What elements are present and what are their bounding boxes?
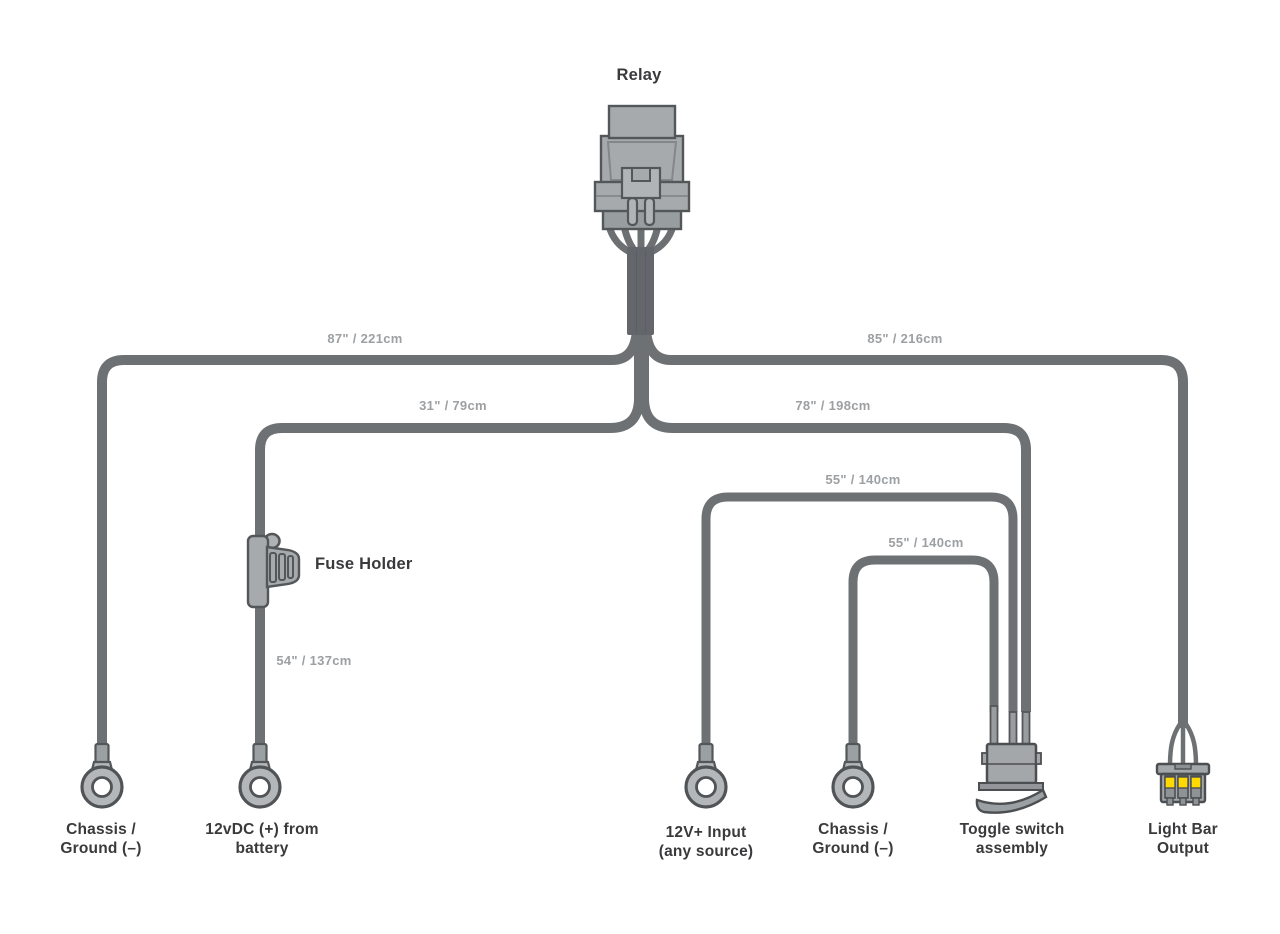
toggle-switch-base <box>978 782 1044 791</box>
relay-graphic <box>593 104 691 335</box>
endpoint-label-chassis-ground-left: Chassis / Ground (–) <box>60 821 142 857</box>
measurement-ground-left: 87" / 221cm <box>327 331 403 346</box>
wire-12v-input-loop <box>701 492 1018 750</box>
fuse-holder-label: Fuse Holder <box>315 555 413 573</box>
wire-light-bar-output <box>641 329 1188 728</box>
toggle-switch-paddle <box>975 788 1048 814</box>
fuse-holder-graphic <box>246 532 301 609</box>
endpoint-label-toggle-switch: Toggle switch assembly <box>959 821 1065 857</box>
relay-clip <box>620 166 662 227</box>
relay-label: Relay <box>616 66 662 84</box>
endpoint-label-battery: 12vDC (+) from battery <box>205 821 319 857</box>
endpoint-label-12v-input: 12V+ Input (any source) <box>658 824 754 860</box>
ring-terminal-ground-right <box>831 742 875 809</box>
relay-body <box>593 104 691 231</box>
light-bar-connector <box>1155 722 1211 806</box>
light-bar-branch-wires <box>1167 722 1199 767</box>
measurement-battery-lower: 54" / 137cm <box>276 653 352 668</box>
wire-switch-feed <box>639 330 1031 712</box>
wire-ground-left <box>97 329 642 750</box>
harness-wires <box>97 329 1188 750</box>
measurement-switch-feed: 78" / 198cm <box>795 398 871 413</box>
wire-ground-right-loop <box>848 555 999 750</box>
ring-terminal-12v-input <box>684 742 728 809</box>
endpoint-label-light-bar-output: Light Bar Output <box>1148 821 1218 857</box>
ring-terminal-battery <box>238 742 282 809</box>
toggle-switch-graphic <box>975 705 1048 814</box>
measurement-battery-upper: 31" / 79cm <box>419 398 487 413</box>
endpoint-label-chassis-ground-right: Chassis / Ground (–) <box>812 821 894 857</box>
ring-terminal-ground-left <box>80 742 124 809</box>
cable-bundle <box>627 247 654 335</box>
measurement-ground-loop: 55" / 140cm <box>888 535 964 550</box>
measurement-light-bar: 85" / 216cm <box>867 331 943 346</box>
wire-battery <box>255 330 644 750</box>
light-bar-connector-pins <box>1164 775 1202 806</box>
toggle-switch-pins <box>989 705 1031 747</box>
measurement-input-loop: 55" / 140cm <box>825 472 901 487</box>
